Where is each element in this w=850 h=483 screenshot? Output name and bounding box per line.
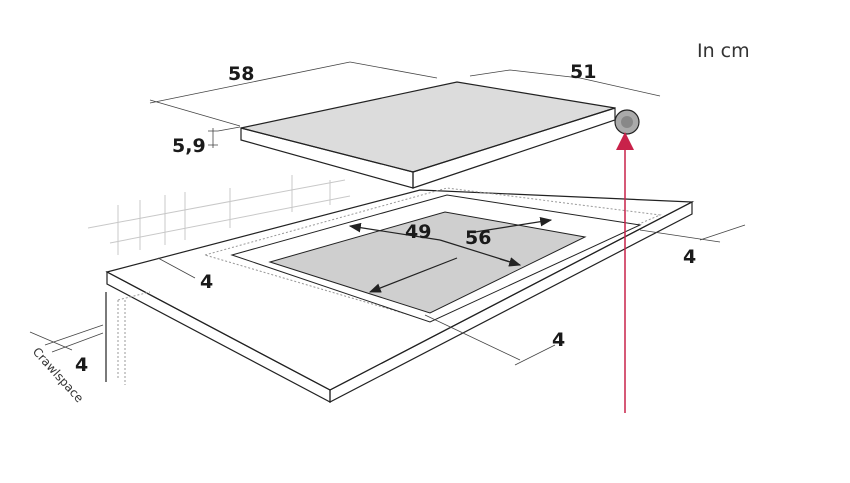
- crawlspace-clearance-label: 4: [75, 354, 88, 376]
- hob-height-label: 5,9: [172, 135, 206, 157]
- hob-depth-label: 51: [570, 61, 596, 83]
- hob: [240, 81, 640, 189]
- cutout-width-label: 56: [465, 227, 491, 249]
- wall-tiles: [87, 175, 351, 255]
- side-clearance-label: 4: [552, 329, 565, 351]
- cutout-depth-label: 49: [405, 221, 431, 243]
- rear-clearance-label: 4: [683, 246, 696, 268]
- hob-width-label: 58: [228, 63, 254, 85]
- front-clearance-label: 4: [200, 271, 213, 293]
- countertop: [105, 187, 695, 403]
- unit-label: In cm: [697, 40, 750, 62]
- cutout-area: [268, 211, 587, 314]
- dimension-lines: [29, 61, 746, 366]
